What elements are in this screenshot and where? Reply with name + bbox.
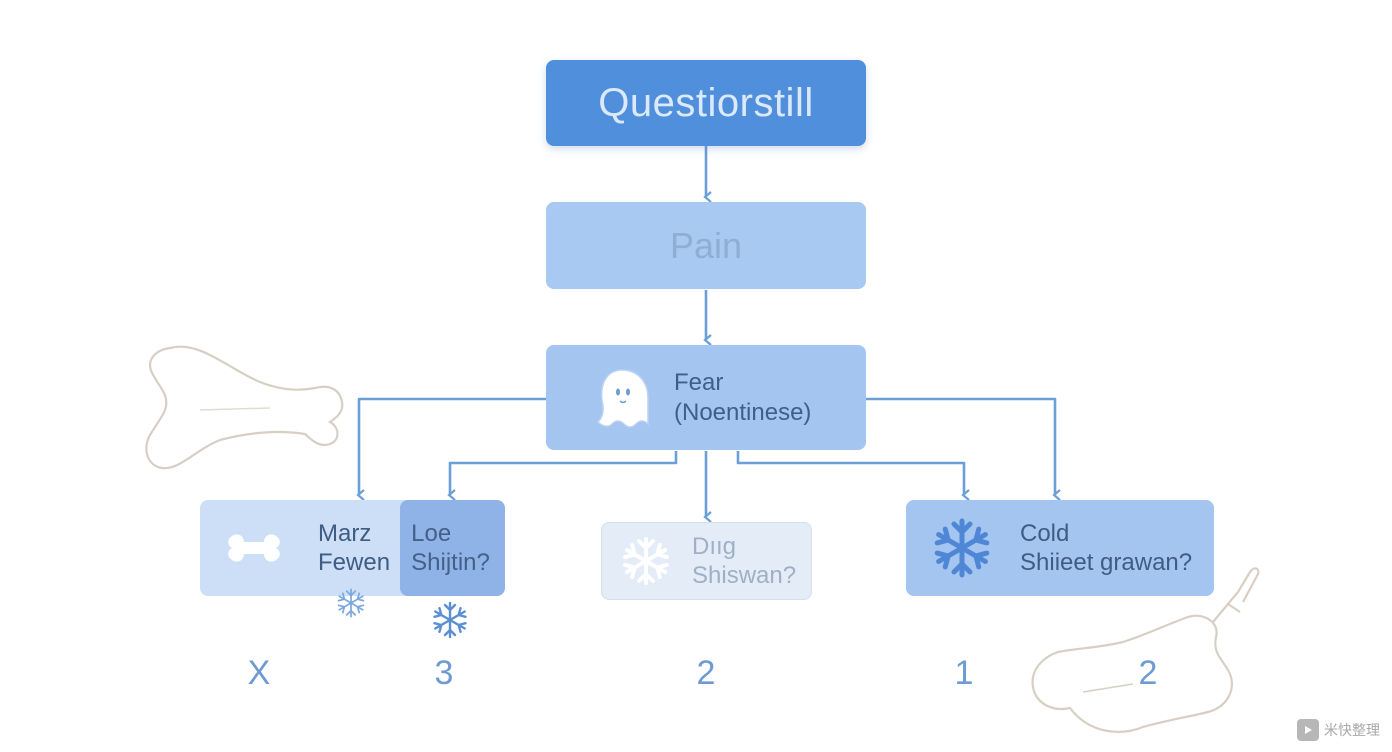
bone-icon — [228, 534, 280, 562]
node-pain-label: Pain — [669, 224, 743, 266]
node-marz-line1: Marz — [318, 520, 372, 547]
node-title-label: Questiorstill — [598, 80, 814, 125]
bottom-label-2b: 2 — [1138, 654, 1158, 692]
node-fear-line1: Fear — [674, 368, 724, 396]
node-loe-line1: Loe — [411, 520, 452, 547]
connector-fear-cold-inner — [736, 451, 970, 501]
snowflake-small-icon-2 — [431, 601, 469, 639]
bottom-label-2a: 2 — [696, 654, 716, 692]
node-drug-line2: Shiswan? — [692, 562, 797, 589]
node-drug-line1: Dııg — [692, 533, 737, 560]
node-pain[interactable]: Pain — [546, 202, 866, 289]
snowflake-small-icon — [336, 588, 366, 618]
connector-fear-cold-outer — [866, 397, 1061, 501]
node-drug[interactable]: Dııg Shiswan? — [601, 522, 812, 600]
node-cold-line2: Shiieet grawan? — [1020, 549, 1193, 576]
node-loe-line2: Shijtin? — [411, 549, 490, 576]
bottom-label-x: X — [247, 654, 271, 692]
play-icon — [1297, 719, 1319, 741]
bone-sketch-right-icon — [1031, 567, 1260, 733]
connector-fear-loe — [447, 451, 678, 501]
node-marz-line2: Fewen — [318, 549, 391, 576]
node-fear-line2: (Noentinese) — [674, 398, 812, 426]
snowflake-icon — [930, 518, 994, 580]
node-title[interactable]: Questiorstill — [546, 60, 866, 146]
watermark-text: 米快整理 — [1324, 722, 1380, 738]
node-cold[interactable]: Cold Shiieet grawan? — [906, 500, 1214, 596]
ghost-icon — [596, 368, 649, 428]
connector-fear-marz — [356, 397, 546, 501]
node-cold-line1: Cold — [1020, 520, 1070, 547]
node-loe[interactable]: Loe Shijtin? — [400, 500, 505, 596]
node-marz[interactable]: Marz Fewen — [200, 500, 410, 596]
node-fear[interactable]: Fear (Noentinese) — [546, 345, 866, 450]
bone-sketch-left-icon — [145, 345, 344, 470]
bottom-label-3: 3 — [434, 654, 454, 692]
bottom-label-1: 1 — [954, 654, 974, 692]
snowflake-icon — [621, 537, 671, 585]
watermark: 米快整理 — [1297, 719, 1380, 741]
